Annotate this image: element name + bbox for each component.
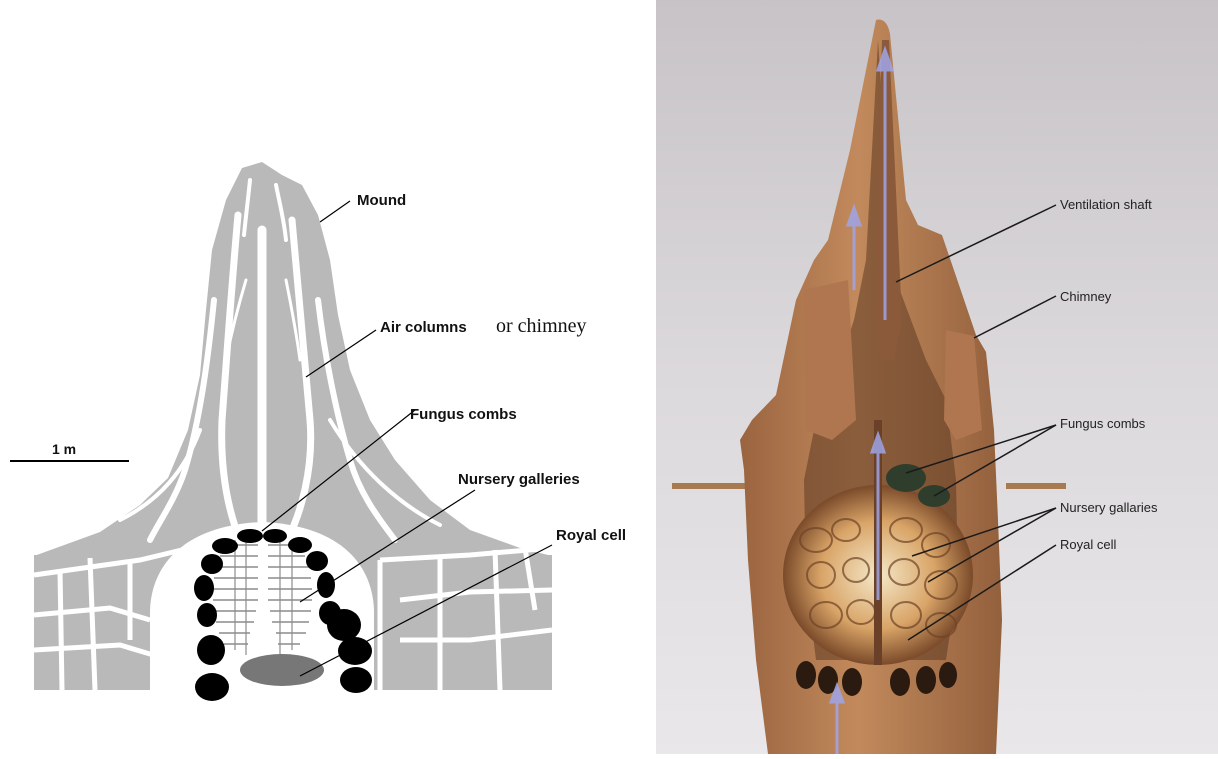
label-nursery-gallaries: Nursery gallaries xyxy=(1060,500,1158,515)
label-nursery-galleries: Nursery galleries xyxy=(458,471,580,488)
label-ventilation-shaft: Ventilation shaft xyxy=(1060,197,1152,212)
schematic-svg xyxy=(0,0,650,754)
label-chimney: Chimney xyxy=(1060,289,1111,304)
photo-svg xyxy=(656,0,1218,754)
label-fungus-combs: Fungus combs xyxy=(410,406,517,423)
mound-schematic-diagram: Mound Air columns or chimney Fungus comb… xyxy=(0,0,650,754)
right-stick xyxy=(1006,483,1066,489)
label-fungus-combs-photo: Fungus combs xyxy=(1060,416,1145,431)
label-mound: Mound xyxy=(357,192,406,209)
label-royal-cell: Royal cell xyxy=(556,527,626,544)
label-air-columns: Air columns xyxy=(380,319,467,336)
label-royal-cell-photo: Royal cell xyxy=(1060,537,1116,552)
scale-bar-label: 1 m xyxy=(52,441,76,457)
mound-cast-photo: Ventilation shaft Chimney Fungus combs N… xyxy=(656,0,1218,754)
label-or-chimney: or chimney xyxy=(496,315,587,338)
left-stick xyxy=(672,483,752,489)
